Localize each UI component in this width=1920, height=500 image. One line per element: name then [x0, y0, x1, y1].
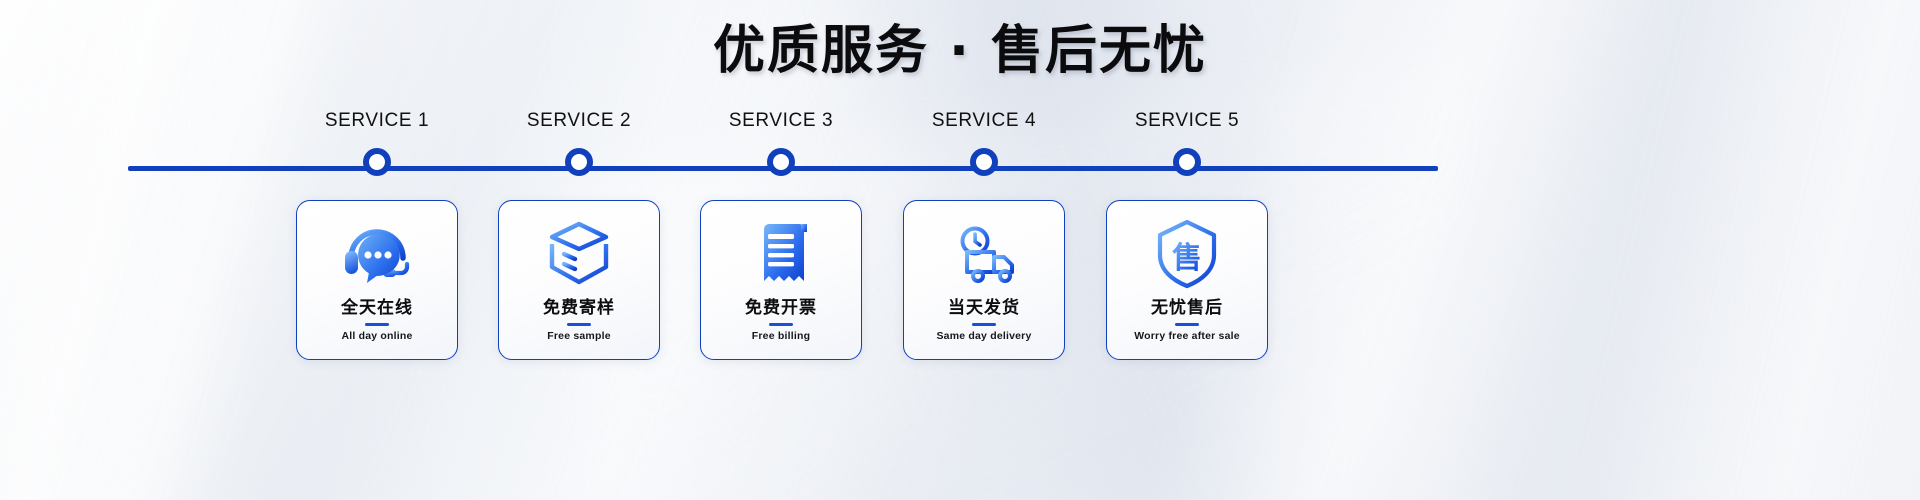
timeline-label-1: SERVICE 1: [324, 110, 430, 131]
card-title-4: 当天发货: [948, 298, 1020, 318]
card-subtitle-5: Worry free after sale: [1134, 329, 1240, 342]
card-divider: [1175, 323, 1199, 326]
card-title-2: 免费寄样: [543, 298, 615, 318]
card-subtitle-1: All day online: [341, 329, 413, 342]
service-card-list: 全天在线 All day online 免费寄样: [0, 200, 1920, 370]
receipt-invoice-icon: [749, 217, 813, 291]
timeline-label-2: SERVICE 2: [526, 110, 632, 131]
timeline-node-1[interactable]: SERVICE 1: [287, 110, 467, 176]
card-title-5: 无忧售后: [1151, 298, 1223, 318]
card-divider: [365, 323, 389, 326]
timeline-label-3: SERVICE 3: [728, 110, 834, 131]
card-divider: [567, 323, 591, 326]
timeline-node-5[interactable]: SERVICE 5: [1097, 110, 1277, 176]
timeline-dot-icon: [363, 148, 391, 176]
timeline-node-4[interactable]: SERVICE 4: [894, 110, 1074, 176]
service-card-worry-free-after-sale[interactable]: 售 无忧售后 Worry free after sale: [1106, 200, 1268, 360]
service-card-all-day-online[interactable]: 全天在线 All day online: [296, 200, 458, 360]
service-card-free-billing[interactable]: 免费开票 Free billing: [700, 200, 862, 360]
page-title: 优质服务 · 售后无忧: [713, 21, 1207, 81]
service-timeline: SERVICE 1 SERVICE 2 SERVICE 3 SERVICE 4 …: [0, 110, 1920, 200]
service-card-same-day-delivery[interactable]: 当天发货 Same day delivery: [903, 200, 1065, 360]
timeline-dot-icon: [1173, 148, 1201, 176]
headset-chat-icon: [338, 217, 416, 291]
timeline-node-2[interactable]: SERVICE 2: [489, 110, 669, 176]
card-title-1: 全天在线: [341, 298, 413, 318]
fast-truck-clock-icon: [941, 217, 1027, 291]
open-box-icon: [542, 217, 616, 291]
card-subtitle-2: Free sample: [547, 329, 611, 342]
card-divider: [769, 323, 793, 326]
timeline-dot-icon: [970, 148, 998, 176]
timeline-dot-icon: [767, 148, 795, 176]
timeline-label-4: SERVICE 4: [931, 110, 1037, 131]
card-divider: [972, 323, 996, 326]
timeline-node-3[interactable]: SERVICE 3: [691, 110, 871, 176]
svg-text:售: 售: [1172, 241, 1202, 276]
card-subtitle-3: Free billing: [751, 329, 811, 342]
timeline-dot-icon: [565, 148, 593, 176]
card-title-3: 免费开票: [745, 298, 817, 318]
service-card-free-sample[interactable]: 免费寄样 Free sample: [498, 200, 660, 360]
shield-after-sale-icon: 售: [1154, 217, 1220, 291]
card-subtitle-4: Same day delivery: [936, 329, 1032, 342]
timeline-label-5: SERVICE 5: [1134, 110, 1240, 131]
